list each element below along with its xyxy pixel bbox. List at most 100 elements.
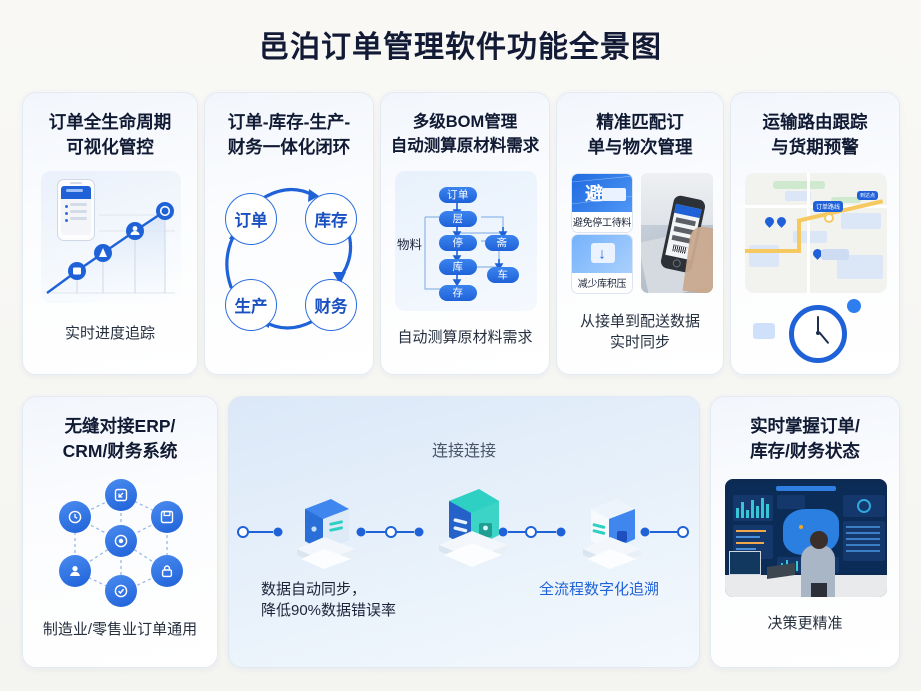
card-title-line2: 库存/财务状态 (750, 441, 860, 461)
card-order-lifecycle[interactable]: 订单全生命周期 可视化管控 (22, 92, 198, 375)
server-glyph (297, 499, 355, 569)
cycle-node-inventory: 库存 (305, 193, 357, 245)
map-junction (824, 213, 834, 223)
tile-card-shape (602, 188, 626, 201)
bom-node-stop: 停 (439, 235, 477, 251)
card-title-line1: 运输路由跟踪 (762, 112, 868, 132)
clock-hand-minute (817, 316, 819, 333)
card-erp-integration[interactable]: 无缝对接ERP/ CRM/财务系统 (22, 396, 218, 668)
tile-reduce-stock[interactable]: ↓ 减少库积压 (571, 234, 633, 294)
map-label-route: 订单路线 (813, 201, 844, 212)
phone-app-header (674, 203, 702, 219)
bom-node-order: 订单 (439, 187, 477, 203)
list-line (70, 203, 87, 206)
center-caption-left: 数据自动同步， 降低90%数据错误率 (261, 579, 461, 621)
list-line (70, 210, 87, 213)
card-realtime-status[interactable]: 实时掌握订单/ 库存/财务状态 (710, 396, 900, 668)
media-cycle-diagram: 订单 库存 财务 生产 (213, 175, 367, 355)
map-block (793, 231, 827, 243)
map-label-arrival: 到达点 (857, 191, 879, 200)
center-panel-title: 连接连接 (431, 443, 496, 460)
server-glyph (583, 499, 641, 569)
map-pin-icon (775, 215, 788, 228)
card-title-line2: 自动测算原材料需求 (390, 137, 540, 155)
tile-label: 避免停工待料 (572, 218, 632, 229)
map-road-main (745, 249, 801, 253)
map-block (785, 191, 811, 201)
card-title: 运输路由跟踪 与货期预警 (731, 110, 899, 160)
clock-center-dot (816, 331, 820, 335)
card-bom[interactable]: 多级BOM管理 自动测算原材料需求 (380, 92, 550, 375)
card-title: 多级BOM管理 自动测算原材料需求 (381, 110, 549, 158)
card-caption-line2: 实时同步 (609, 334, 670, 351)
gauge-panel (843, 495, 885, 517)
node-clock-icon (59, 501, 91, 533)
phone-mockup (57, 179, 95, 241)
map-view[interactable]: 订单路线 到达点 (745, 173, 887, 293)
card-title-line2: 可视化管控 (66, 137, 154, 157)
clock-icon (789, 305, 847, 363)
map-pin-icon (763, 215, 776, 228)
photo-control-room (725, 479, 887, 597)
card-title: 订单全生命周期 可视化管控 (23, 110, 197, 160)
node-lock-icon (151, 555, 183, 587)
tile-box-shape (591, 243, 615, 263)
card-title-line2: 财务一体化闭环 (227, 137, 351, 157)
person-head (810, 531, 828, 549)
video-wall-title-bar (776, 486, 836, 491)
node-save-icon (151, 501, 183, 533)
clock-badge (847, 299, 861, 313)
tile-glyph: 避 (585, 184, 603, 204)
card-caption-line1: 从接单到配送数据 (579, 313, 700, 330)
node-user-icon (59, 555, 91, 587)
list-bullet-icon (65, 219, 68, 222)
map-road-main (797, 219, 801, 253)
card-title-line1: 精准匹配订 (596, 112, 684, 132)
bom-node-stock: 存 (439, 285, 477, 301)
phone-home-button (672, 258, 682, 269)
media-hex-network (45, 479, 197, 609)
card-order-match[interactable]: 精准匹配订 单与物次管理 避 避免停工待料 ↓ 减少库积压 (556, 92, 724, 375)
photo-hand-holding-phone (641, 173, 713, 293)
phone-screen (61, 186, 91, 235)
tile-label: 减少库积压 (577, 279, 627, 290)
node-export-icon (105, 479, 137, 511)
bom-side-label: 物料 (397, 238, 423, 252)
card-title-line1: 多级BOM管理 (412, 113, 518, 131)
card-title-line1: 订单全生命周期 (48, 112, 172, 132)
tile-image: ↓ (572, 235, 632, 273)
card-caption: 从接单到配送数据 实时同步 (557, 311, 723, 353)
bom-node-zhai: 斋 (485, 235, 519, 251)
card-title-line1: 无缝对接ERP/ (64, 416, 176, 436)
list-bullet-icon (65, 205, 68, 208)
phone-notch (70, 182, 82, 184)
tile-avoid-stoppage[interactable]: 避 避免停工待料 (571, 173, 633, 233)
card-caption: 决策更精准 (767, 615, 843, 632)
node-hub-icon (105, 525, 137, 557)
card-title: 订单-库存-生产- 财务一体化闭环 (205, 110, 373, 160)
cycle-node-finance: 财务 (305, 279, 357, 331)
card-closed-loop[interactable]: 订单-库存-生产- 财务一体化闭环 订单 库存 财务 生产 (204, 92, 374, 375)
card-title: 无缝对接ERP/ CRM/财务系统 (23, 414, 217, 464)
barcode-icon (672, 244, 688, 255)
desktop-monitor (729, 551, 761, 575)
bom-node-warehouse: 库 (439, 259, 477, 275)
list-line (70, 217, 87, 220)
card-title-line2: 单与物次管理 (587, 137, 693, 157)
map-green-area (773, 181, 825, 189)
card-transport[interactable]: 运输路由跟踪 与货期预警 订单路线 到达点 (730, 92, 900, 375)
card-title-line2: 与货期预警 (771, 137, 859, 157)
map-block (841, 213, 881, 229)
media-phone-line-chart (41, 171, 181, 303)
center-caption-left-line2: 降低90%数据错误率 (261, 602, 397, 619)
media-bom-tree: 订单 层 停 斋 库 车 存 物料 (395, 171, 537, 311)
center-integration-panel: 连接连接 (228, 396, 700, 668)
page-title: 邑泊订单管理软件功能全景图 (259, 31, 662, 64)
tile-glyph: ↓ (598, 245, 606, 263)
phone-app-row (675, 217, 696, 227)
server-icon-1 (287, 495, 361, 573)
table-panel (843, 521, 885, 561)
tile-image: 避 (572, 174, 632, 212)
server-icon-2 (429, 485, 515, 577)
